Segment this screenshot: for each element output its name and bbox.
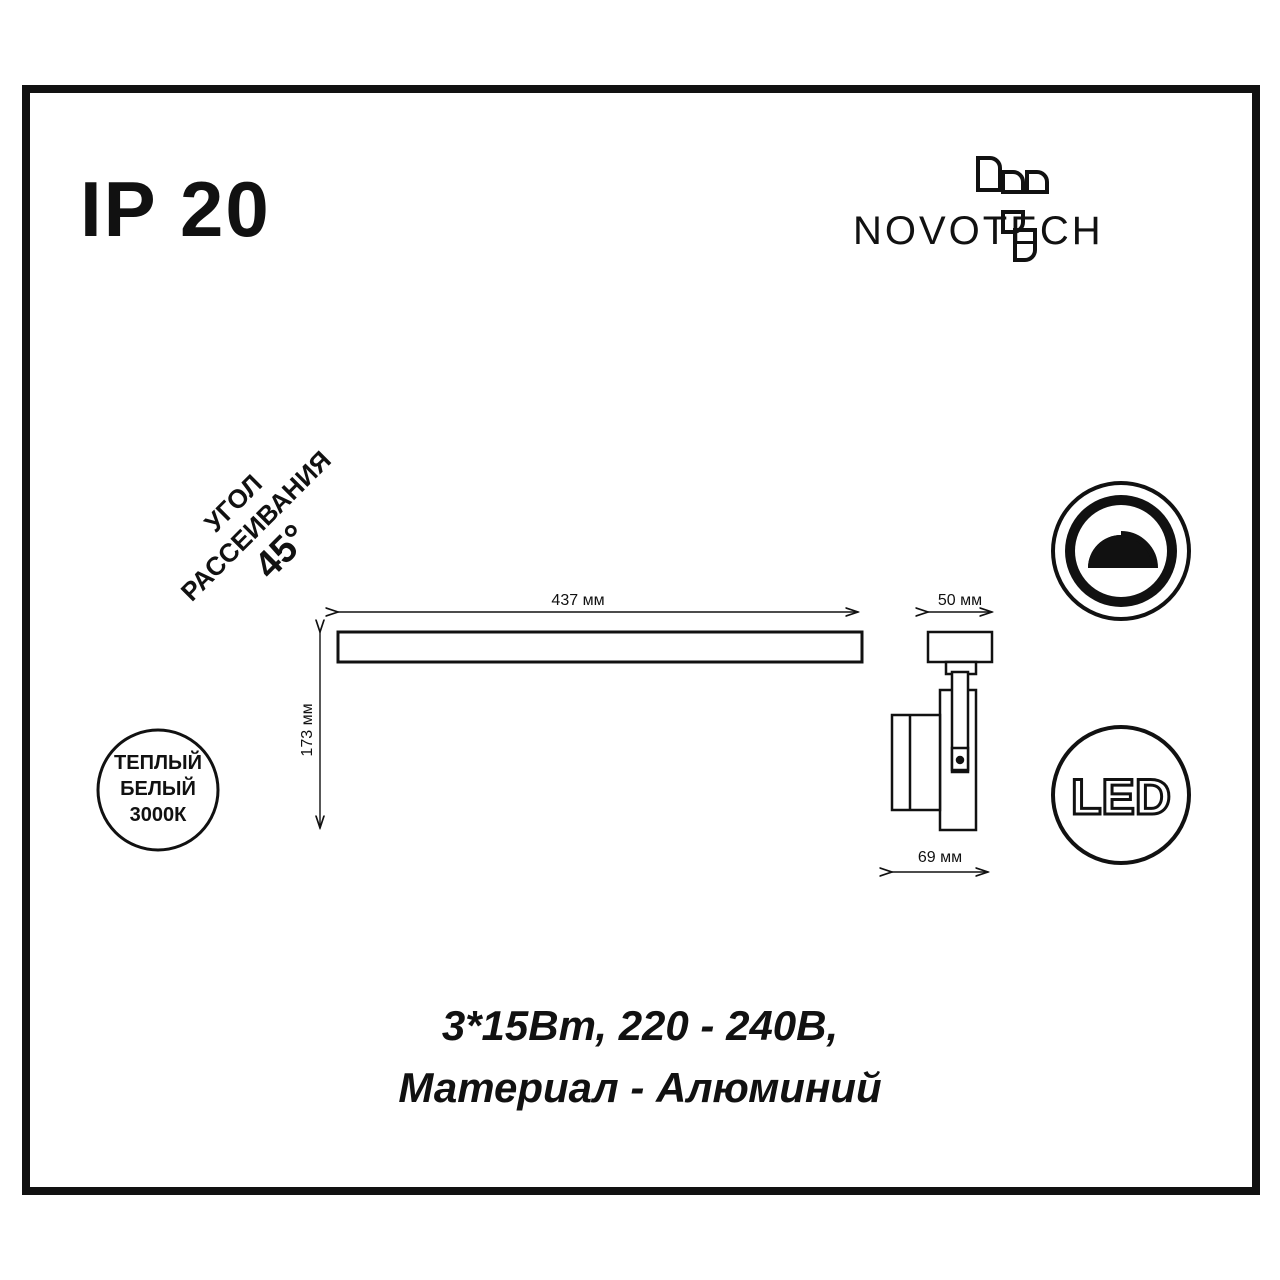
dimmer-badge [1051, 481, 1191, 621]
led-label: LED [1071, 769, 1171, 825]
mounting-bar [336, 630, 864, 664]
depth-top-dimension: 50 мм [928, 592, 992, 612]
depth-top-label: 50 мм [938, 592, 982, 609]
ip-rating: IP 20 [80, 165, 271, 253]
dimmer-icon [1088, 531, 1158, 569]
spec-material: Материал - Алюминий [398, 1064, 882, 1111]
brand-name: NOVOTECH [853, 209, 1104, 253]
depth-bottom-dimension: 69 мм [892, 849, 988, 872]
width-dimension: 437 мм [338, 592, 858, 612]
color-temp-badge: ТЕПЛЫЙ БЕЛЫЙ 3000К [96, 728, 220, 852]
beam-angle-label: УГОЛ РАССЕИВАНИЯ 45° [175, 445, 337, 607]
height-dimension: 173 мм [299, 632, 320, 828]
spec-power: 3*15Вт, 220 - 240В, [441, 1002, 839, 1049]
side-view [890, 630, 994, 832]
depth-bottom-label: 69 мм [918, 849, 962, 866]
led-badge: LED [1051, 725, 1191, 865]
page-frame [22, 85, 1260, 1195]
color-temp-line2: БЕЛЫЙ [120, 776, 196, 800]
brand-logo: NOVOTECH [853, 156, 1104, 262]
color-temp-line3: 3000К [130, 804, 187, 826]
color-temp-line1: ТЕПЛЫЙ [114, 750, 202, 774]
width-label: 437 мм [551, 592, 604, 609]
height-label: 173 мм [299, 703, 316, 756]
